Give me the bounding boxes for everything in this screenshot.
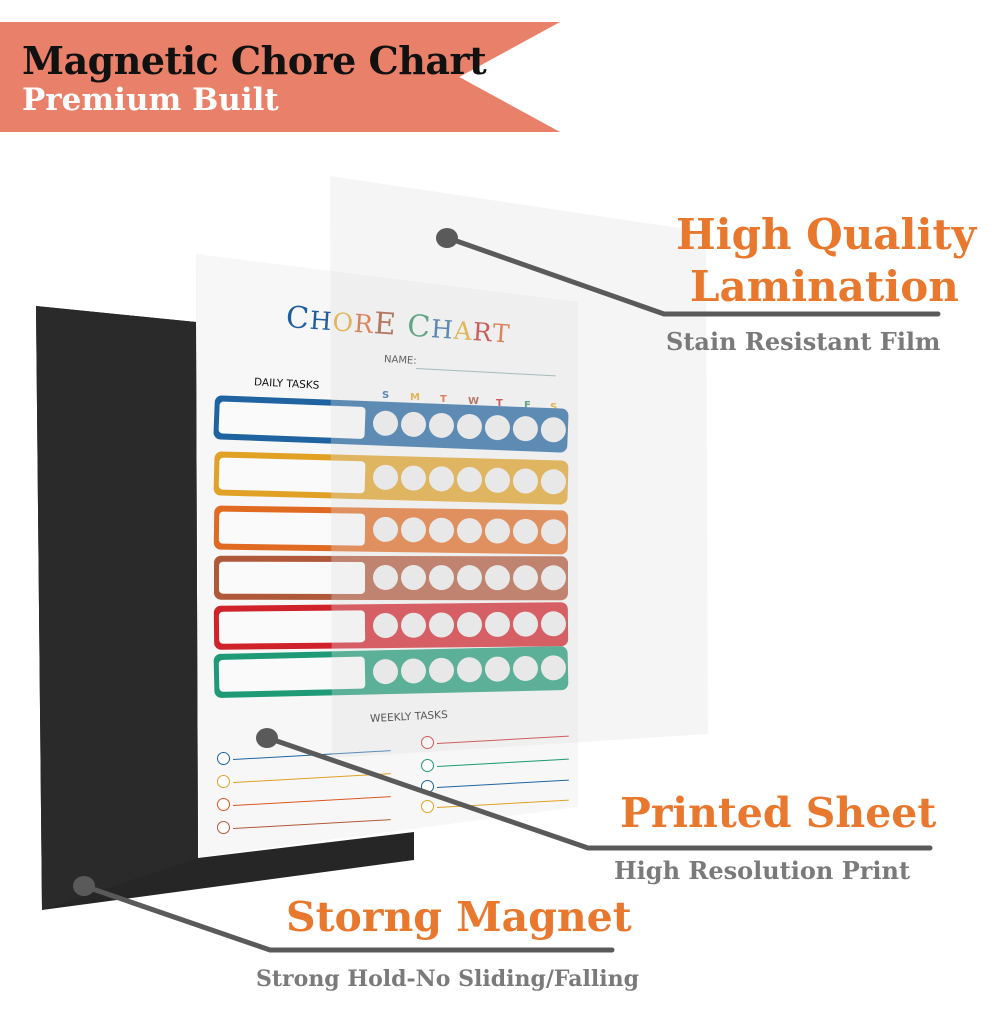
day-check-circle	[540, 611, 567, 637]
title-letter: C	[284, 300, 312, 337]
day-check-circle	[428, 565, 455, 591]
daily-task-row	[213, 451, 569, 505]
day-check-circle	[456, 612, 483, 638]
task-name-box	[218, 511, 366, 546]
day-check-circle	[484, 656, 511, 682]
day-check-circle	[512, 468, 539, 494]
task-name-box	[218, 457, 366, 494]
day-check-circle	[484, 518, 511, 544]
daily-task-row	[213, 555, 569, 601]
day-check-circle	[400, 465, 427, 491]
day-check-circle	[372, 564, 399, 591]
task-name-box	[218, 401, 366, 439]
day-check-circle	[428, 657, 455, 684]
task-name-box	[218, 610, 366, 644]
day-check-circle	[428, 412, 455, 439]
day-letter: F	[524, 400, 531, 411]
title-letter: C	[406, 308, 433, 346]
title-letter: R	[471, 317, 494, 348]
day-letter: T	[440, 394, 447, 405]
day-check-circle	[512, 655, 539, 682]
day-check-circle	[512, 518, 539, 545]
printed-sheet-subtitle: High Resolution Print	[614, 856, 911, 885]
day-check-circle	[372, 612, 399, 639]
day-letter: T	[496, 398, 503, 409]
day-check-circle	[400, 565, 427, 591]
day-check-circle	[428, 612, 455, 638]
day-check-circle	[540, 416, 567, 443]
magnet-subtitle: Strong Hold-No Sliding/Falling	[256, 966, 640, 992]
day-letter: W	[468, 396, 480, 407]
printed-sheet-title: Printed Sheet	[620, 789, 937, 837]
day-check-circle	[484, 467, 511, 494]
day-check-circle	[456, 413, 483, 440]
day-check-circle	[540, 519, 567, 545]
day-check-circle	[428, 517, 455, 543]
day-letter: S	[382, 390, 390, 401]
title-letter: H	[308, 305, 334, 337]
day-check-circle	[484, 414, 511, 441]
weekly-task-checkbox	[217, 798, 230, 811]
title-letter: O	[331, 307, 356, 338]
weekly-task-checkbox	[421, 780, 434, 793]
day-check-circle	[372, 658, 399, 685]
day-check-circle	[540, 468, 567, 495]
day-check-circle	[540, 565, 567, 591]
weekly-task-checkbox	[217, 752, 230, 765]
day-check-circle	[400, 517, 427, 543]
banner-subtitle: Premium Built	[22, 82, 279, 118]
task-name-box	[218, 561, 366, 594]
day-check-circle	[456, 466, 483, 493]
weekly-task-checkbox	[217, 775, 230, 788]
day-check-circle	[400, 658, 427, 684]
title-letter: E	[372, 306, 398, 343]
day-check-circle	[456, 565, 483, 591]
daily-task-row	[213, 505, 569, 555]
day-check-circle	[540, 655, 567, 681]
title-letter: R	[353, 308, 375, 340]
day-check-circle	[512, 611, 539, 637]
day-check-circle	[512, 565, 539, 591]
day-check-circle	[484, 565, 511, 591]
banner-title: Magnetic Chore Chart	[22, 38, 487, 83]
lamination-title-line1: High Quality	[676, 210, 977, 259]
magnet-title: Storng Magnet	[286, 893, 632, 941]
day-check-circle	[372, 464, 399, 491]
weekly-task-checkbox	[421, 736, 434, 749]
task-name-box	[218, 656, 366, 692]
weekly-task-checkbox	[421, 800, 434, 813]
name-label: NAME:	[383, 354, 417, 367]
weekly-task-checkbox	[421, 759, 434, 772]
title-letter: H	[430, 314, 455, 345]
lamination-title-line2: Lamination	[690, 262, 959, 311]
day-check-circle	[512, 415, 539, 442]
day-check-circle	[400, 612, 427, 638]
day-check-circle	[456, 517, 483, 544]
daily-task-row	[213, 645, 569, 699]
day-check-circle	[372, 410, 399, 437]
title-letter: T	[491, 318, 512, 349]
daily-task-row	[213, 602, 569, 650]
day-letter: M	[410, 392, 420, 403]
day-check-circle	[400, 411, 427, 438]
title-letter: A	[452, 315, 474, 347]
day-check-circle	[456, 656, 483, 683]
weekly-task-checkbox	[217, 821, 230, 834]
day-check-circle	[428, 465, 455, 492]
lamination-subtitle: Stain Resistant Film	[666, 327, 941, 356]
day-check-circle	[372, 516, 399, 543]
day-check-circle	[484, 611, 511, 638]
